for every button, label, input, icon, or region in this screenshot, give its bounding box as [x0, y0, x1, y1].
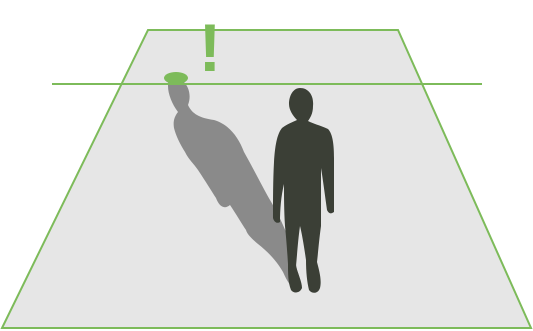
alert-zone-highlight — [164, 72, 188, 84]
floor-plane — [2, 30, 531, 328]
alert-exclamation-icon: ! — [199, 10, 222, 86]
